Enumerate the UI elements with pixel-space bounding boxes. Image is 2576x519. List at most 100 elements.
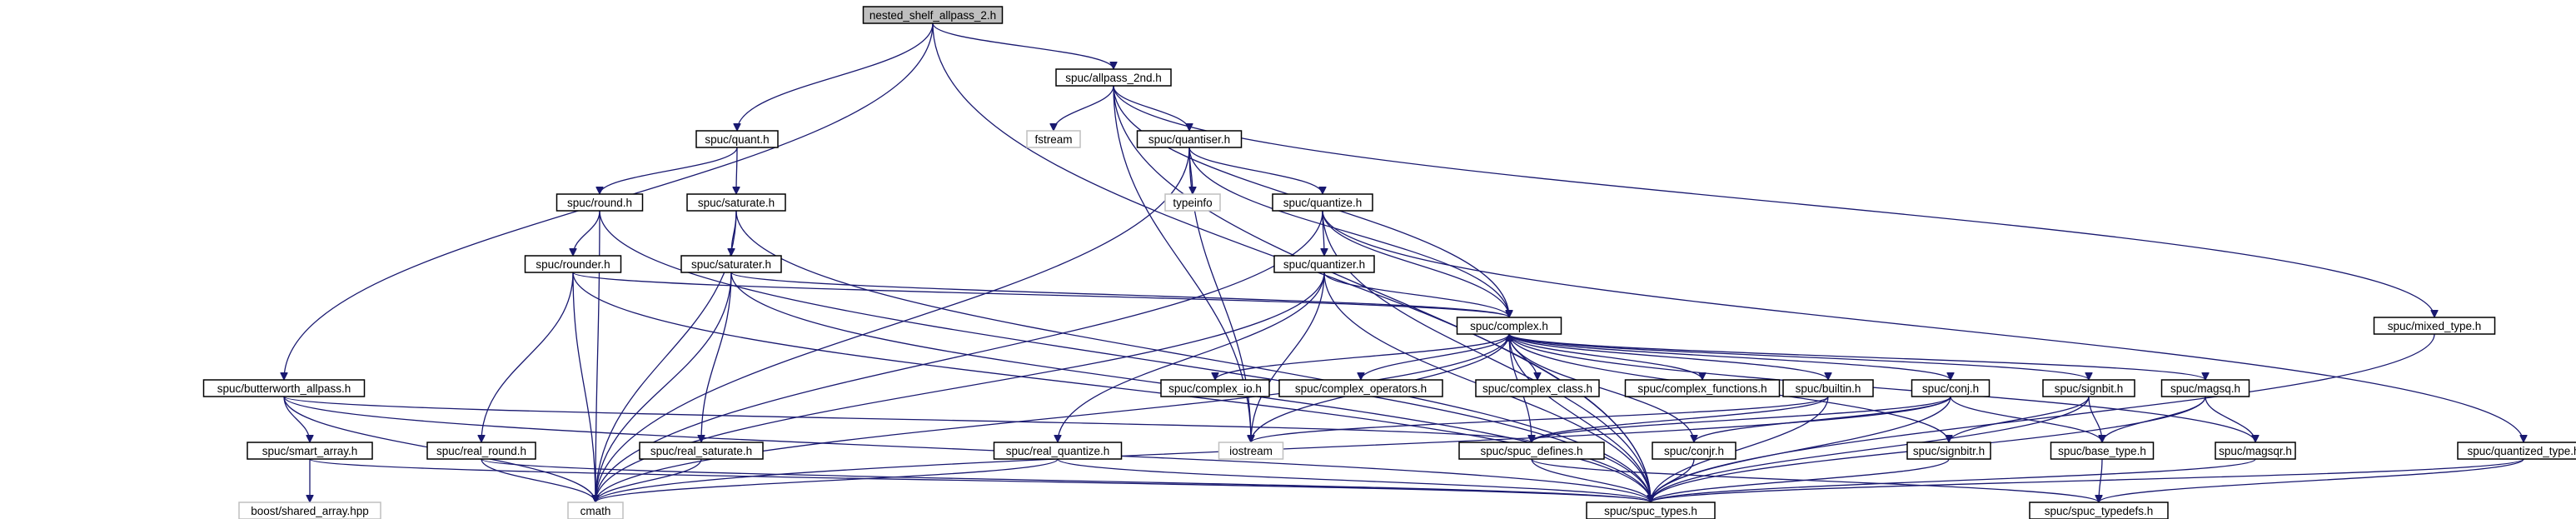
edge-round-to-cmath — [595, 210, 600, 502]
edge-signbit-to-signbitr — [1949, 396, 2090, 443]
node-label: spuc/quantized_type.h — [2467, 445, 2576, 457]
node-magsq[interactable]: spuc/magsq.h — [2160, 379, 2250, 397]
edge-complex-to-complex_operators — [1361, 333, 1510, 381]
node-box — [2042, 379, 2135, 397]
node-box — [695, 130, 779, 148]
node-label: cmath — [580, 505, 611, 517]
node-real-round[interactable]: spuc/real_round.h — [426, 442, 536, 460]
node-label: spuc/quant.h — [705, 133, 769, 146]
edge-smart_array-to-spuc_types — [309, 458, 1651, 503]
edge-quantizer-to-complex — [1323, 272, 1509, 318]
node-real-saturate[interactable]: spuc/real_saturate.h — [639, 442, 764, 460]
node-root[interactable]: nested_shelf_allpass_2.h — [862, 6, 1004, 24]
edge-quant-to-round — [600, 147, 738, 195]
edge-complex-to-complex_io — [1215, 333, 1510, 381]
node-rounder[interactable]: spuc/rounder.h — [524, 255, 622, 273]
edge-complex-to-builtin — [1508, 333, 1828, 381]
node-label: spuc/smart_array.h — [262, 445, 358, 457]
node-quantiser[interactable]: spuc/quantiser.h — [1136, 130, 1243, 148]
node-label: spuc/quantiser.h — [1148, 133, 1230, 146]
node-box — [1652, 442, 1736, 460]
node-label: spuc/complex.h — [1470, 320, 1548, 332]
edge-conjr-to-complex — [1509, 334, 1695, 443]
node-allpass-2nd[interactable]: spuc/allpass_2nd.h — [1055, 68, 1172, 87]
edge-butterworth-to-spuc_defines — [283, 396, 1532, 443]
node-box — [1273, 255, 1375, 273]
edge-allpass_2nd-to-mixed_type — [1113, 85, 2434, 317]
node-box — [2160, 379, 2250, 397]
node-box — [238, 502, 381, 519]
node-box — [639, 442, 764, 460]
node-complex-functions[interactable]: spuc/complex_functions.h — [1624, 379, 1781, 397]
node-complex-class[interactable]: spuc/complex_class.h — [1475, 379, 1600, 397]
node-iostream: iostream — [1218, 442, 1284, 460]
node-label: spuc/quantizer.h — [1283, 258, 1365, 271]
node-box — [1911, 379, 1991, 397]
edge-conj-to-spuc_defines — [1532, 396, 1951, 443]
edge-rounder-to-spuc_types — [572, 272, 1651, 502]
edge-root-to-quant — [737, 22, 934, 131]
node-complex[interactable]: spuc/complex.h — [1456, 317, 1562, 335]
node-spuc-typedefs[interactable]: spuc/spuc_typedefs.h — [2029, 502, 2169, 519]
node-box — [202, 379, 366, 397]
node-signbitr[interactable]: spuc/signbitr.h — [1906, 442, 1991, 460]
node-box — [993, 442, 1123, 460]
node-box — [1586, 502, 1716, 519]
node-saturate[interactable]: spuc/saturate.h — [686, 193, 786, 212]
node-cmath: cmath — [567, 502, 624, 519]
node-round[interactable]: spuc/round.h — [556, 193, 644, 212]
node-spuc-types[interactable]: spuc/spuc_types.h — [1586, 502, 1716, 519]
edge-allpass_2nd-to-fstream — [1054, 85, 1114, 132]
node-complex-operators[interactable]: spuc/complex_operators.h — [1278, 379, 1443, 397]
node-shared-array: boost/shared_array.hpp — [238, 502, 381, 519]
edge-signbit-to-spuc_types — [1651, 396, 2090, 503]
node-box — [2050, 442, 2155, 460]
node-box — [556, 193, 644, 212]
node-builtin[interactable]: spuc/builtin.h — [1782, 379, 1874, 397]
node-butterworth[interactable]: spuc/butterworth_allpass.h — [202, 379, 366, 397]
nodes-layer: nested_shelf_allpass_2.h spuc/allpass_2nd… — [202, 6, 2576, 519]
node-mixed-type[interactable]: spuc/mixed_type.h — [2373, 317, 2496, 335]
node-box — [862, 6, 1004, 24]
node-box — [1026, 130, 1081, 148]
edge-quantize-to-complex — [1322, 210, 1509, 317]
node-real-quantize[interactable]: spuc/real_quantize.h — [993, 442, 1123, 460]
node-box — [1456, 317, 1562, 335]
node-label: spuc/magsq.h — [2170, 382, 2240, 395]
node-spuc-defines[interactable]: spuc/spuc_defines.h — [1458, 442, 1605, 460]
node-box — [1475, 379, 1600, 397]
node-label: typeinfo — [1173, 197, 1212, 209]
node-quantized-type[interactable]: spuc/quantized_type.h — [2457, 442, 2576, 460]
node-typeinfo: typeinfo — [1164, 193, 1221, 212]
node-label: spuc/saturater.h — [691, 258, 771, 271]
node-box — [524, 255, 622, 273]
node-quantizer[interactable]: spuc/quantizer.h — [1273, 255, 1375, 273]
node-box — [1218, 442, 1284, 460]
edge-quantiser-to-cmath — [595, 147, 1190, 502]
edge-complex-to-cmath — [595, 333, 1510, 502]
node-box — [1624, 379, 1781, 397]
edge-quantizer-to-iostream — [1251, 272, 1325, 442]
edge-spuc_defines-to-spuc_typedefs — [1531, 458, 2099, 503]
node-saturater[interactable]: spuc/saturater.h — [680, 255, 782, 273]
node-magsqr[interactable]: spuc/magsqr.h — [2215, 442, 2296, 460]
node-quantize[interactable]: spuc/quantize.h — [1272, 193, 1373, 212]
node-label: spuc/magsqr.h — [2219, 445, 2292, 457]
edge-allpass_2nd-to-quantiser — [1113, 85, 1189, 132]
node-complex-io[interactable]: spuc/complex_io.h — [1160, 379, 1270, 397]
node-box — [680, 255, 782, 273]
node-signbit[interactable]: spuc/signbit.h — [2042, 379, 2135, 397]
node-quant[interactable]: spuc/quant.h — [695, 130, 779, 148]
edge-complex-to-conj — [1508, 333, 1951, 381]
node-box — [567, 502, 624, 519]
edge-rounder-to-complex — [572, 272, 1509, 318]
node-label: spuc/real_round.h — [436, 445, 526, 457]
node-conj[interactable]: spuc/conj.h — [1911, 379, 1991, 397]
edge-spuc_defines-to-spuc_types — [1531, 458, 1651, 503]
node-smart-array[interactable]: spuc/smart_array.h — [247, 442, 373, 460]
node-base-type[interactable]: spuc/base_type.h — [2050, 442, 2155, 460]
edge-butterworth-to-spuc_types — [283, 396, 1651, 503]
node-conjr[interactable]: spuc/conjr.h — [1652, 442, 1736, 460]
edge-conj-to-base_type — [1950, 396, 2102, 443]
node-label: spuc/spuc_defines.h — [1480, 445, 1582, 457]
